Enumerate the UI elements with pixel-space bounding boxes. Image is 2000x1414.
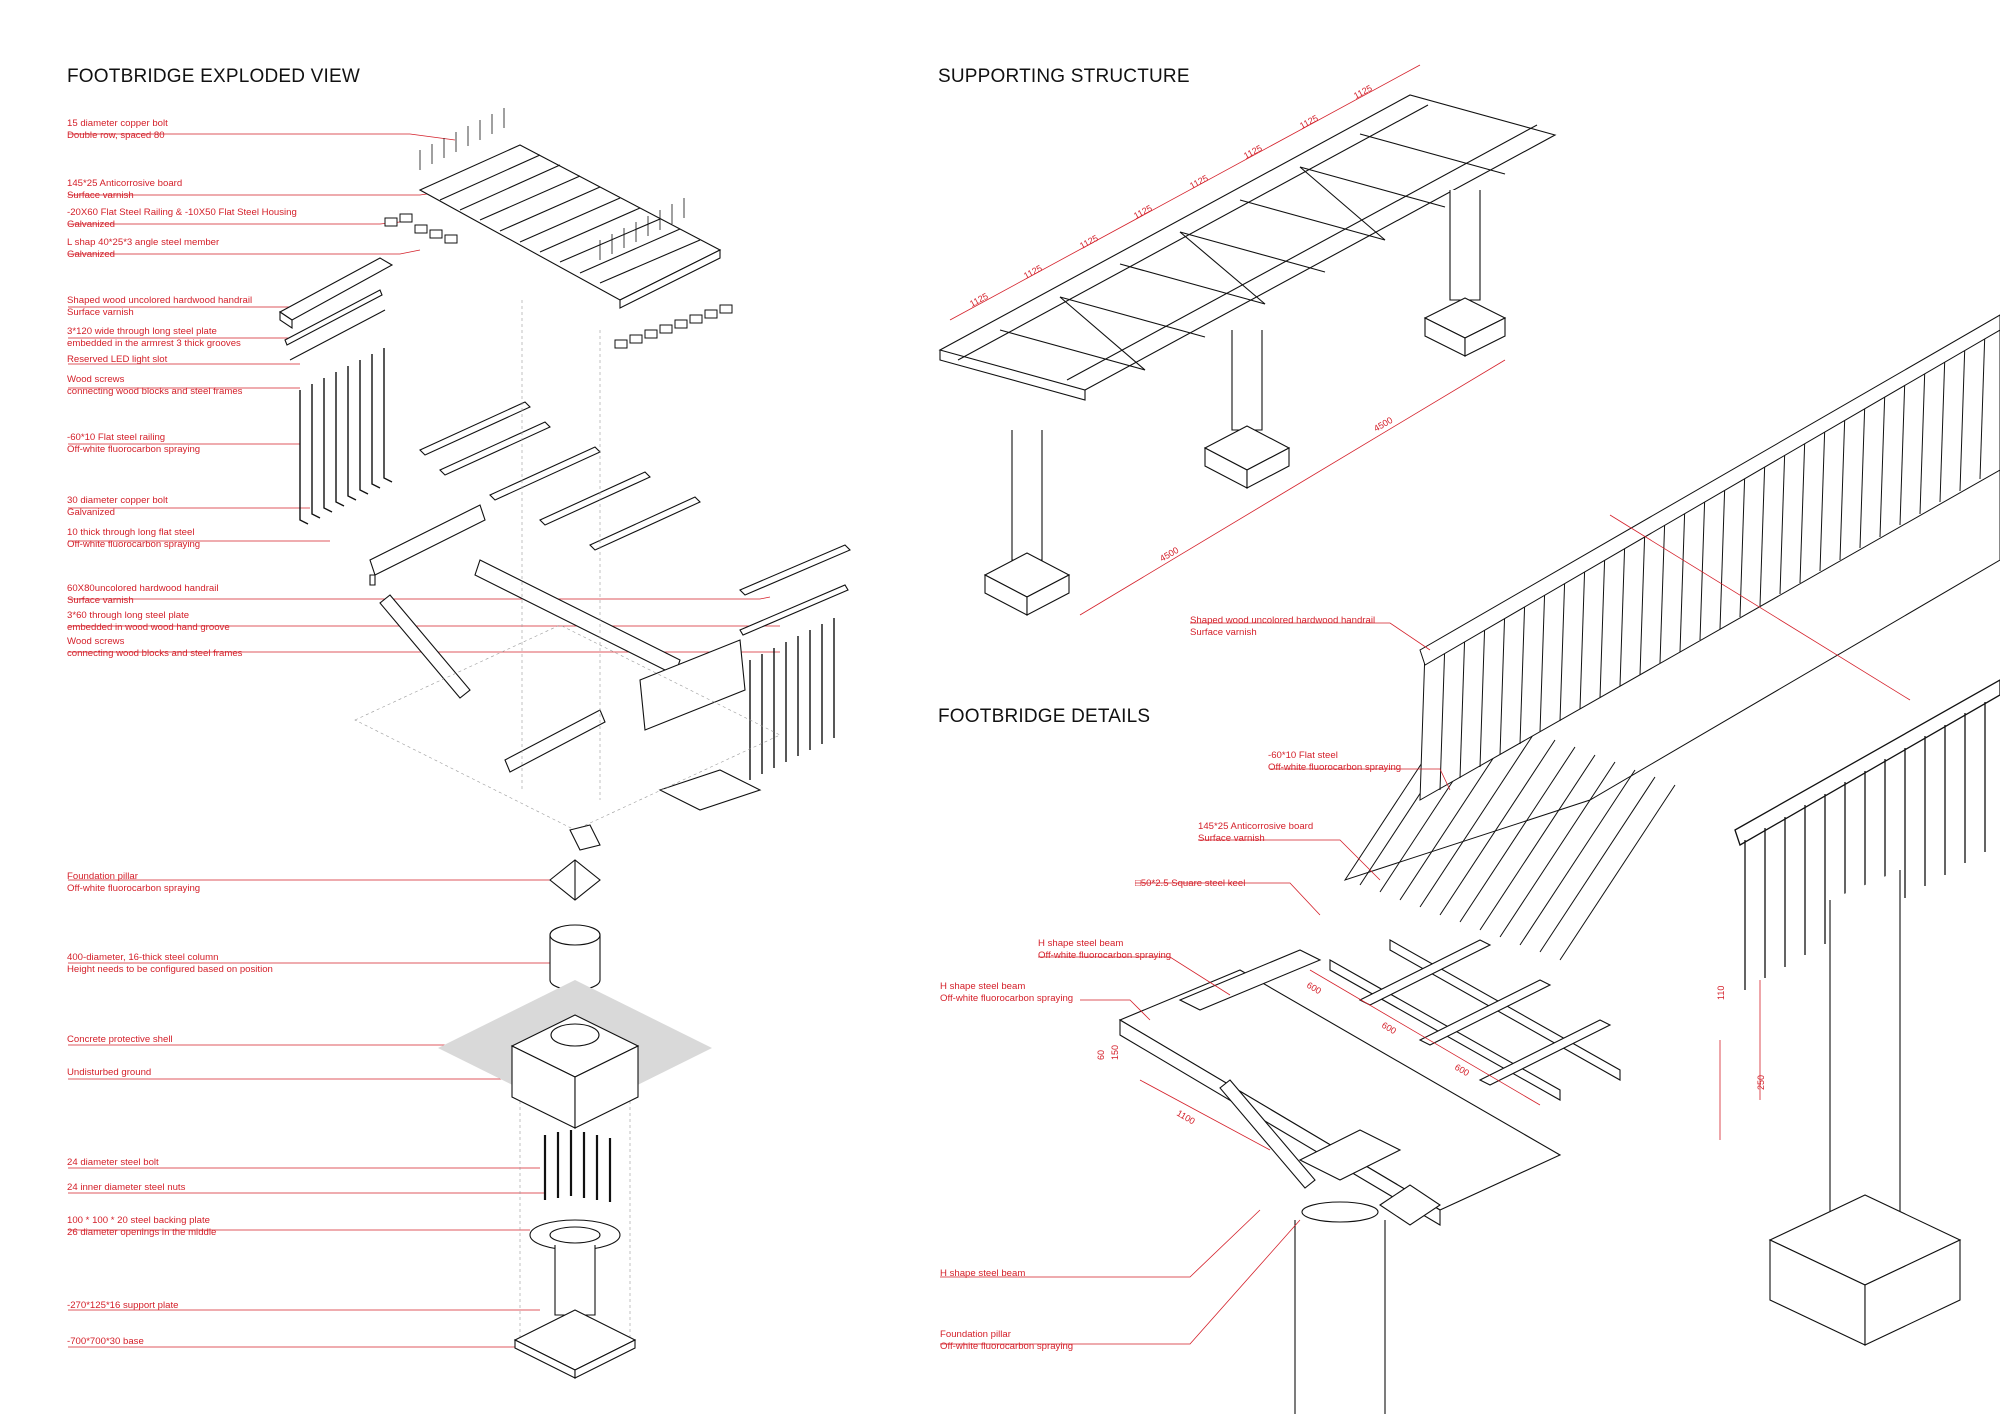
title-footbridge-details: FOOTBRIDGE DETAILS <box>938 706 1151 727</box>
exploded-label-18: Undisturbed ground <box>67 1067 152 1078</box>
exploded-foundation-cap <box>549 824 601 901</box>
exploded-label-20: 24 inner diameter steel nuts <box>67 1182 186 1193</box>
detail-dim-150: 150 <box>1110 1044 1120 1060</box>
detail-label-7: H shape steel beam <box>940 1268 1026 1279</box>
exploded-handrail-left <box>278 257 394 361</box>
exploded-assembly-guides <box>354 300 781 1340</box>
detail-foundation-pillars <box>1294 870 1962 1414</box>
detail-dim-60: 60 <box>1096 1049 1106 1060</box>
supporting-columns <box>983 190 1507 616</box>
exploded-label-23: -700*700*30 base <box>67 1336 144 1347</box>
exploded-railing-left <box>299 348 393 525</box>
exploded-anchor-bolts <box>543 1130 612 1202</box>
detail-dim-250: 250 <box>1756 1074 1766 1090</box>
exploded-bolts-top <box>419 108 685 260</box>
detail-dim-lines <box>1139 514 1911 1151</box>
exploded-brackets <box>384 213 733 349</box>
title-supporting-structure: SUPPORTING STRUCTURE <box>938 66 1190 87</box>
exploded-label-3: -20X60 Flat Steel Railing & -10X50 Flat … <box>67 207 297 230</box>
detail-steel-frame <box>1118 939 1621 1226</box>
detail-dim-110: 110 <box>1716 985 1726 1000</box>
exploded-label-19: 24 diameter steel bolt <box>67 1157 159 1168</box>
exploded-deck-boards <box>418 144 722 309</box>
exploded-label-17: Concrete protective shell <box>67 1034 173 1045</box>
detail-leader-lines <box>940 622 1451 1345</box>
detail-railing-back <box>1419 314 2000 801</box>
detail-label-4: □50*2.5 Square steel keel <box>1135 878 1246 889</box>
supporting-truss <box>938 94 1557 401</box>
supporting-dim-lines <box>949 64 1506 616</box>
detail-railing-front <box>1734 679 2000 990</box>
title-exploded-view: FOOTBRIDGE EXPLODED VIEW <box>67 66 361 87</box>
exploded-label-22: -270*125*16 support plate <box>67 1300 179 1311</box>
exploded-base-plate <box>513 1219 637 1379</box>
exploded-label-7: Reserved LED light slot <box>67 354 168 365</box>
exploded-railing-right <box>749 618 835 780</box>
exploded-h-beams <box>369 504 762 811</box>
exploded-keels <box>419 401 851 636</box>
exploded-concrete-shell <box>438 980 712 1129</box>
